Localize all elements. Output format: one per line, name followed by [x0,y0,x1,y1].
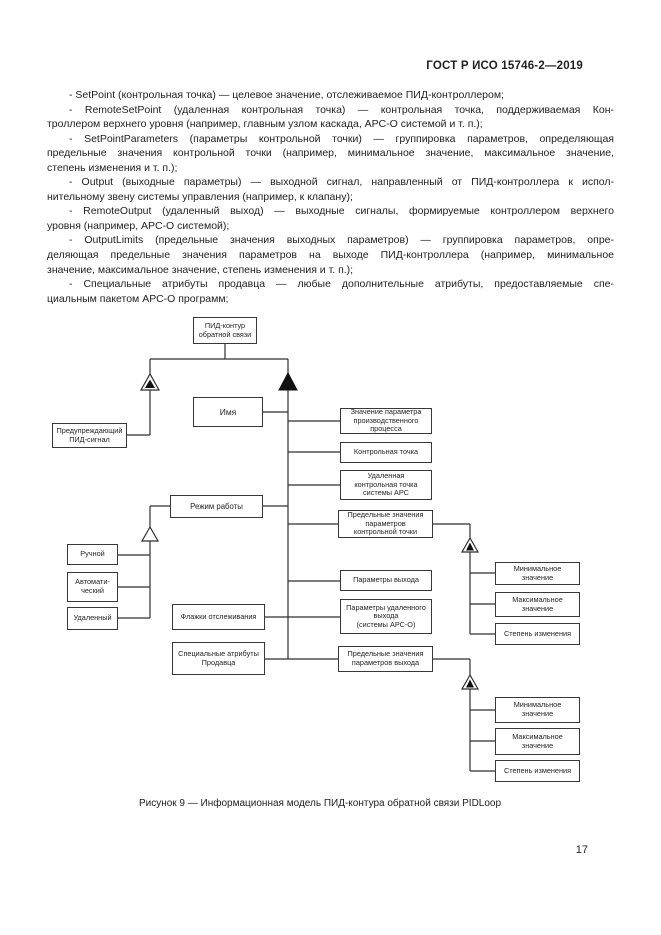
text-line: - OutputLimits (предельные значения выхо… [69,234,614,247]
node-sp-limits: Предельные значения параметров контрольн… [338,510,433,538]
text-line: циальным пакетом АРС-О программ; [47,292,229,305]
node-manual: Ручной [67,544,118,565]
node-rsp: Удаленная контрольная точка системы АРС [340,470,432,500]
text-line: - RemoteSetPoint (удаленная контрольная … [69,103,614,116]
node-rout: Параметры удаленного выхода (системы АРС… [340,599,432,634]
node-rate-1: Степень изменения [495,623,580,645]
page-number: 17 [575,844,588,856]
text-line: значение, максимальное значение, степень… [47,263,354,276]
node-min-2: Минимальное значение [495,697,580,723]
text-line: - Специальные атрибуты продавца — любые … [69,278,614,291]
node-sp: Контрольная точка [340,442,432,463]
text-line: - Output (выходные параметры) — выходной… [69,176,614,189]
text-line: деляющая предельные значения параметров … [47,249,614,262]
node-out-limits: Предельные значения параметров выхода [338,646,433,672]
text-line: нительному звену системы управления (нап… [47,190,353,203]
node-pv: Значение параметра производственного про… [340,407,432,434]
node-alarm: Предупреждающий ПИД-сигнал [52,423,127,448]
node-name: Имя [193,397,263,427]
node-remote: Удаленный [67,607,118,630]
node-out: Параметры выхода [340,570,432,591]
node-max-1: Максимальное значение [495,592,580,617]
node-pid-loop: ПИД-контур обратной связи [193,317,257,344]
text-line: - RemoteOutput (удаленный выход) — выход… [69,205,614,218]
figure-caption: Рисунок 9 — Информационная модель ПИД-ко… [138,798,502,809]
doc-code-header: ГОСТ Р ИСО 15746-2—2019 [426,60,583,72]
aggregation-triangle-setpoint-limits [460,536,480,553]
node-auto: Автомати- ческий [67,572,118,602]
node-mode: Режим работы [170,495,263,518]
aggregation-triangle-output-limits [460,673,480,690]
text-line: - SetPoint (контрольная точка) — целевое… [69,89,504,101]
connector-lines [118,343,495,772]
node-rate-2: Степень изменения [495,760,580,782]
text-line: уровня (например, АРС-О системой); [47,219,230,232]
body-text: - SetPoint (контрольная точка) — целевое… [47,88,614,306]
node-min-1: Минимальное значение [495,562,580,585]
generalization-triangle-mode [140,525,160,542]
text-line: троллером верхнего уровня (например, гла… [47,118,483,131]
text-line: - SetPointParameters (параметры контроль… [69,132,614,145]
node-max-2: Максимальное значение [495,728,580,755]
node-vendor: Специальные атрибуты Продавца [172,642,265,675]
composition-triangle-top [278,371,298,391]
text-line: степень изменения и т. п.); [47,161,178,174]
node-flags: Флажки отслеживания [172,604,265,630]
generalization-triangle-alarm [139,372,161,391]
text-line: предельные значения контрольной точки (н… [47,147,614,160]
